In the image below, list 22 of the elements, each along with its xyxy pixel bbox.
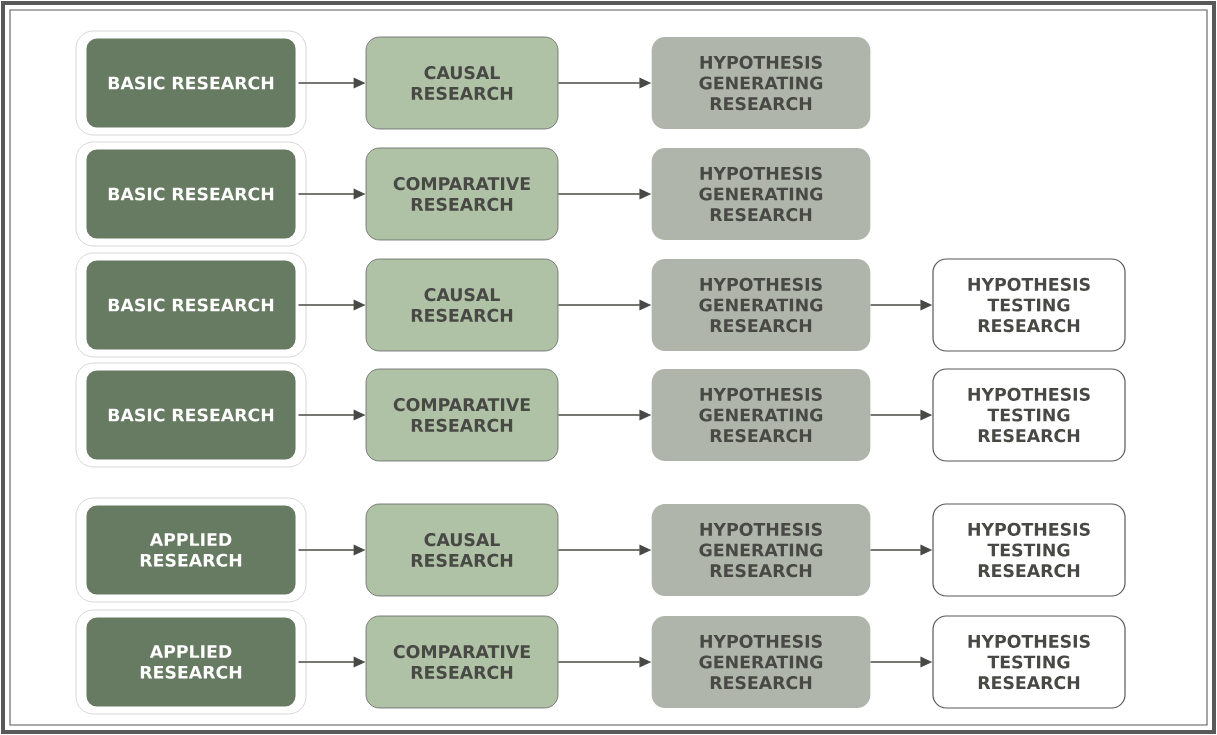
research-box: HYPOTHESIS TESTING RESEARCH [932,615,1126,709]
research-box: COMPARATIVE RESEARCH [365,368,559,462]
research-box: COMPARATIVE RESEARCH [365,615,559,709]
research-box: BASIC RESEARCH [75,362,307,468]
research-box: HYPOTHESIS GENERATING RESEARCH [651,369,871,461]
research-box: CAUSAL RESEARCH [365,258,559,352]
research-box: APPLIED RESEARCH [75,609,307,715]
research-box: HYPOTHESIS GENERATING RESEARCH [651,148,871,240]
research-box: BASIC RESEARCH [75,141,307,247]
research-box: HYPOTHESIS GENERATING RESEARCH [651,259,871,351]
research-box: BASIC RESEARCH [75,30,307,136]
research-box: BASIC RESEARCH [75,252,307,358]
research-box: HYPOTHESIS GENERATING RESEARCH [651,616,871,708]
research-box: HYPOTHESIS GENERATING RESEARCH [651,37,871,129]
research-box: CAUSAL RESEARCH [365,36,559,130]
research-box: HYPOTHESIS GENERATING RESEARCH [651,504,871,596]
research-box: CAUSAL RESEARCH [365,503,559,597]
research-box: HYPOTHESIS TESTING RESEARCH [932,258,1126,352]
research-box: HYPOTHESIS TESTING RESEARCH [932,503,1126,597]
research-box: COMPARATIVE RESEARCH [365,147,559,241]
research-box: APPLIED RESEARCH [75,497,307,603]
research-box: HYPOTHESIS TESTING RESEARCH [932,368,1126,462]
